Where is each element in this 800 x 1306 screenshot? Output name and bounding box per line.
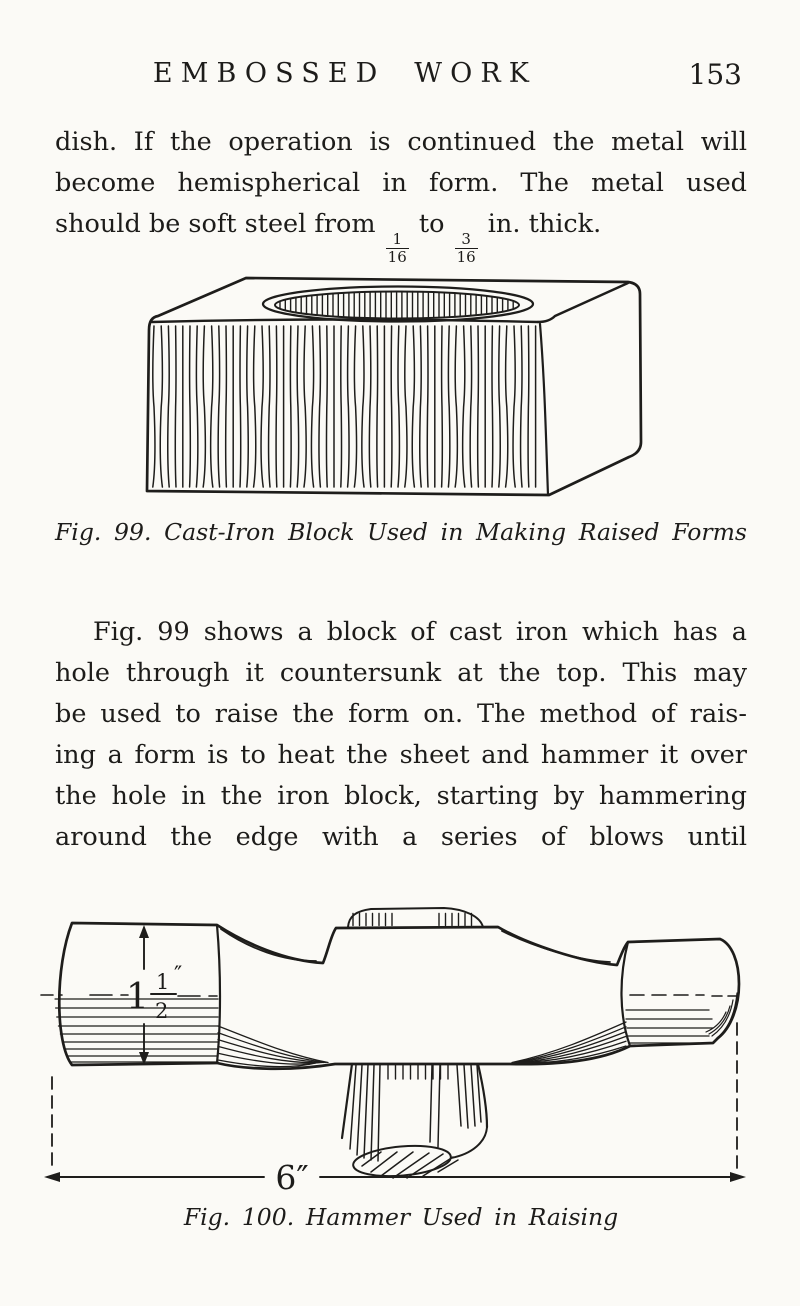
centerline bbox=[40, 994, 738, 997]
page-title: EMBOSSED WORK bbox=[152, 58, 538, 89]
text-segment: in. thick. bbox=[479, 209, 602, 239]
figure-99-illustration bbox=[145, 276, 643, 497]
width-dimension-label: 6″ bbox=[275, 1158, 308, 1197]
width-dimension: 6″ bbox=[44, 1022, 746, 1197]
text-line: the hole in the iron block, starting by … bbox=[55, 781, 747, 811]
text-segment: should be soft steel from bbox=[55, 209, 384, 239]
block-outline bbox=[145, 276, 643, 497]
running-head: EMBOSSED WORK 153 bbox=[0, 58, 800, 94]
dimension-arrow-right bbox=[730, 1172, 746, 1182]
text-line: be used to raise the form on. The method… bbox=[55, 699, 747, 729]
hammer-handle bbox=[340, 1062, 489, 1178]
svg-text:1: 1 bbox=[156, 970, 169, 994]
text-line: Fig. 99 shows a block of cast iron which… bbox=[93, 617, 747, 647]
svg-text:1: 1 bbox=[126, 977, 149, 1018]
countersunk-hole bbox=[261, 285, 535, 323]
text-segment: to bbox=[410, 209, 453, 239]
text-line: ing a form is to heat the sheet and hamm… bbox=[55, 740, 747, 770]
figure-99-caption: Fig. 99. Cast-Iron Block Used in Making … bbox=[55, 518, 747, 546]
text-line: dish. If the operation is continued the … bbox=[55, 127, 747, 157]
hammer-shading bbox=[54, 912, 738, 1179]
dimension-arrow-left bbox=[44, 1172, 60, 1182]
figure-100-illustration: 1 1 2 ″ 6″ bbox=[40, 907, 746, 1197]
svg-text:2: 2 bbox=[155, 999, 168, 1023]
block-front-hatching bbox=[152, 325, 537, 488]
svg-text:″: ″ bbox=[174, 963, 182, 988]
handle-wedge-knob bbox=[347, 907, 484, 928]
page-number: 153 bbox=[688, 58, 742, 91]
figure-100-caption: Fig. 100. Hammer Used in Raising bbox=[183, 1203, 619, 1231]
text-line: around the edge with a series of blows u… bbox=[55, 822, 747, 852]
paragraph-1: dish. If the operation is continued the … bbox=[55, 122, 747, 266]
dimension-arrow-up bbox=[139, 925, 149, 938]
dimension-arrow-down bbox=[139, 1052, 149, 1065]
paragraph-2: Fig. 99 shows a block of cast iron which… bbox=[55, 612, 747, 858]
text-line: become hemispherical in form. The metal … bbox=[55, 168, 747, 198]
height-dimension: 1 1 2 ″ bbox=[126, 925, 182, 1065]
text-line: hole through it countersunk at the top. … bbox=[55, 658, 747, 688]
